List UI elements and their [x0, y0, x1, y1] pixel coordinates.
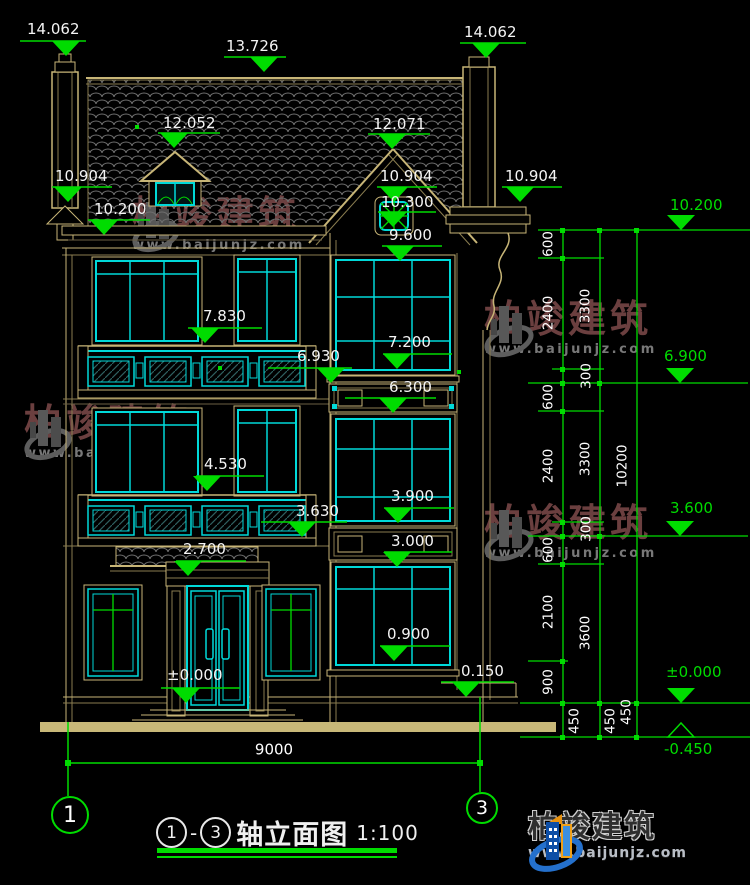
dim-label: 450 [566, 708, 583, 734]
elevation-label: 2.700 [183, 540, 226, 558]
entrance-door [132, 561, 303, 721]
dim-label: 450 [618, 699, 635, 725]
ground-floor-windows [83, 584, 321, 681]
elevation-label: 12.052 [163, 114, 216, 132]
dim-label: 2100 [540, 594, 557, 630]
elevation-label: 14.062 [27, 20, 80, 38]
dim-label: 600 [540, 537, 557, 563]
elevation-label: 6.300 [389, 378, 432, 396]
title-axis-to: 3 [200, 817, 232, 848]
elevation-label: 4.530 [204, 455, 247, 473]
negative-level-triangle [666, 721, 696, 738]
elevation-label: 0.150 [461, 662, 504, 680]
dim-label: 2400 [540, 448, 557, 484]
watermark-logo-icon [484, 306, 534, 358]
elevation-label: 6.930 [297, 347, 340, 365]
elevation-label: 13.726 [226, 37, 279, 55]
elevation-label: 12.071 [373, 115, 426, 133]
left-chimney [45, 53, 85, 241]
third-floor-balcony [77, 345, 317, 399]
second-floor-windows [91, 405, 301, 497]
dim-label-9000: 9000 [254, 740, 294, 759]
elevation-label-right: -0.450 [664, 740, 713, 758]
elevation-label: 3.900 [391, 487, 434, 505]
elevation-label: 10.300 [381, 193, 434, 211]
dim-label: 3300 [577, 288, 594, 324]
eave [61, 225, 330, 256]
dim-label: 900 [540, 669, 557, 695]
elevation-label: 3.630 [296, 502, 339, 520]
dim-label: 300 [578, 516, 595, 542]
elevation-label: 7.830 [203, 307, 246, 325]
title-underline [157, 856, 397, 858]
dim-label: 600 [540, 231, 557, 257]
elevation-label-right: 6.900 [664, 347, 707, 365]
company-logo-icon [529, 814, 583, 872]
dim-label: 10200 [614, 444, 631, 488]
elevation-label: 0.900 [387, 625, 430, 643]
title-scale: 1:100 [356, 820, 419, 845]
elevation-label: 10.904 [55, 167, 108, 185]
watermark-logo-icon [24, 410, 72, 461]
company-logo: 柏竣建筑 www.baijunjz.com [528, 812, 687, 872]
dim-label: 300 [578, 363, 595, 389]
dim-label: 2400 [540, 295, 557, 331]
third-floor-windows [91, 254, 301, 346]
second-floor-balcony [77, 494, 317, 547]
elevation-label-right: 3.600 [670, 499, 713, 517]
axis-bubble-3: 3 [466, 792, 498, 824]
axis-bubble-1: 1 [51, 796, 89, 834]
ground-line [40, 722, 556, 732]
dim-label: 3600 [577, 615, 594, 651]
dim-label: 600 [540, 384, 557, 410]
elevation-marker-triangles [52, 41, 695, 703]
elevation-label-right: ±0.000 [666, 663, 722, 681]
elevation-label: 10.904 [380, 167, 433, 185]
watermark-url: www.baijunjz.com [132, 237, 305, 253]
elevation-label: 14.062 [464, 23, 517, 41]
dim-label: 3300 [577, 441, 594, 477]
elevation-label: 7.200 [388, 333, 431, 351]
elevation-label-right: 10.200 [670, 196, 723, 214]
elevation-label: 10.904 [505, 167, 558, 185]
elevation-label: 3.000 [391, 532, 434, 550]
dim-label: 450 [602, 708, 619, 734]
title-text: 轴立面图 [236, 820, 349, 851]
title-underline [157, 848, 397, 853]
elevation-label: 10.200 [94, 200, 147, 218]
watermark-logo-icon [484, 510, 534, 562]
right-section-windows [326, 254, 460, 677]
title-separator: - [190, 820, 198, 845]
elevation-label: 9.600 [389, 226, 432, 244]
right-chimney [445, 56, 531, 331]
watermark: 柏竣建筑 www.baijunjz.com [484, 297, 657, 358]
drawing-title: 1 - 3 轴立面图 1:100 [156, 813, 419, 852]
watermark-brand: 柏竣建筑 [484, 297, 653, 341]
dormer [138, 150, 212, 207]
reference-dots [135, 125, 461, 374]
title-axis-from: 1 [156, 817, 187, 848]
elevation-label: ±0.000 [167, 666, 223, 684]
axis-dimension [67, 697, 481, 796]
